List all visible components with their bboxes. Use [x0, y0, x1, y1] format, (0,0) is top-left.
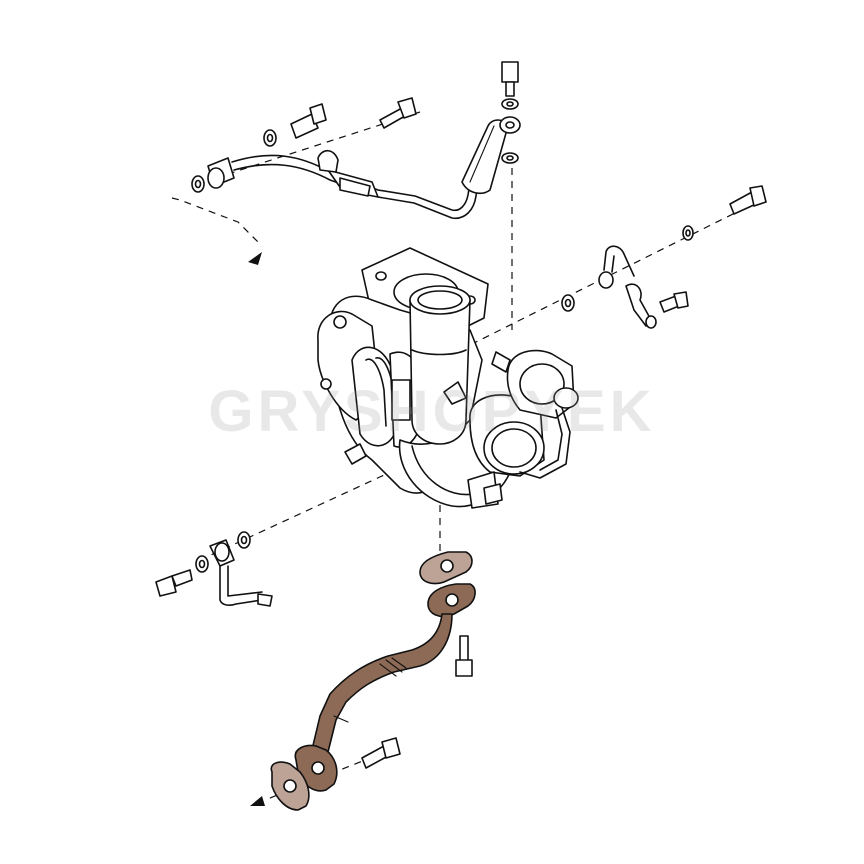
- coolant-pipe-upper: [561, 185, 767, 329]
- oil-return-pipe: [270, 551, 476, 811]
- sealing-washers-upper: [191, 98, 519, 193]
- turbocharger: [317, 247, 579, 509]
- coolant-pipe-lower: [155, 531, 273, 607]
- banjo-bolts-upper: [290, 61, 519, 139]
- oil-feed-pipe: [207, 116, 521, 220]
